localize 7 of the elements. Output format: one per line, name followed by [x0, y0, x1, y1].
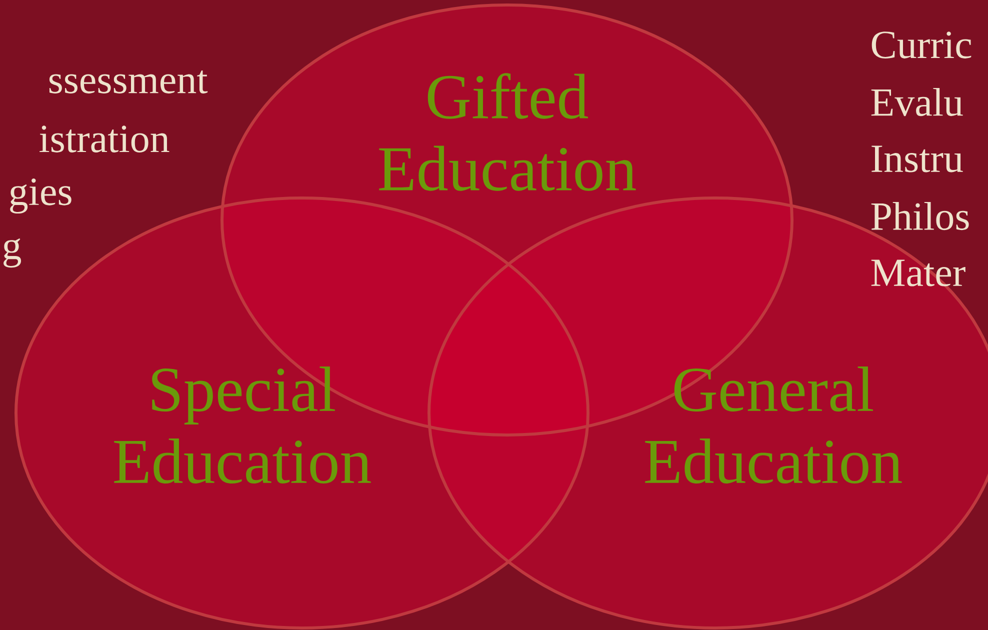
list-item: istration	[40, 126, 170, 152]
list-item: Philos	[871, 202, 969, 230]
list-item: Curric	[872, 32, 972, 58]
list-item: Mater	[871, 260, 966, 286]
list-item: Evalu	[871, 88, 963, 116]
list-item: Instru	[872, 146, 963, 172]
list-item: ssessment	[49, 70, 208, 94]
